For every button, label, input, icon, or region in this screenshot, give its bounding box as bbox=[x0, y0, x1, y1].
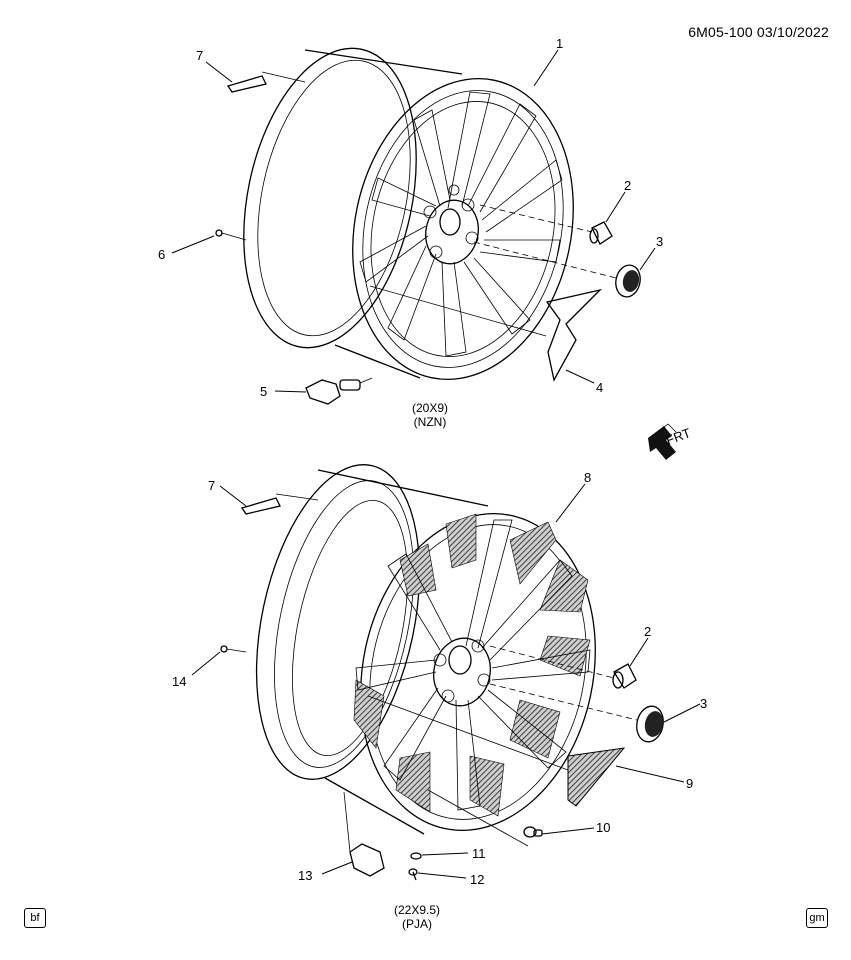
upper-center-cap-3 bbox=[473, 241, 641, 298]
upper-balance-weight-7 bbox=[226, 71, 306, 93]
upper-tpms-sensor-5 bbox=[305, 377, 373, 405]
upper-wheel bbox=[243, 47, 574, 381]
callout-1: 1 bbox=[556, 36, 563, 51]
lower-bolt-10 bbox=[427, 789, 543, 847]
diagram-code-date: 6M05-100 03/10/2022 bbox=[688, 24, 829, 40]
lower-leaders bbox=[191, 483, 701, 879]
upper-wheel-rpo: (NZN) bbox=[413, 415, 447, 429]
lower-wheel-size: (22X9.5) bbox=[393, 903, 441, 917]
frt-label: FRT bbox=[664, 425, 693, 448]
callout-14: 14 bbox=[172, 674, 186, 689]
lower-lug-nut-2 bbox=[489, 645, 637, 689]
lower-wheel-caption: (22X9.5) (PJA) bbox=[357, 903, 477, 931]
callout-3: 3 bbox=[700, 696, 707, 711]
lower-wheel-rpo: (PJA) bbox=[402, 917, 432, 931]
gm-logo-badge: gm bbox=[806, 908, 828, 928]
callout-11: 11 bbox=[472, 846, 486, 861]
lower-valve-stem-14 bbox=[220, 645, 247, 653]
upper-valve-stem-6 bbox=[215, 229, 247, 241]
upper-leaders bbox=[171, 49, 656, 393]
lower-balance-weight-7 bbox=[240, 493, 319, 515]
upper-callouts: 1 2 3 4 5 6 7 bbox=[158, 36, 663, 399]
callout-7: 7 bbox=[208, 478, 215, 493]
lower-wheel bbox=[255, 464, 596, 835]
callout-2: 2 bbox=[644, 624, 651, 639]
upper-wheel-caption: (20X9) (NZN) bbox=[370, 401, 490, 429]
callout-9: 9 bbox=[686, 776, 693, 791]
lower-washer-11 bbox=[410, 852, 422, 860]
callout-3: 3 bbox=[656, 234, 663, 249]
upper-wheel-size: (20X9) bbox=[411, 401, 449, 415]
callout-2: 2 bbox=[624, 178, 631, 193]
upper-lug-nut-2 bbox=[479, 204, 613, 245]
lower-trim-insert-9 bbox=[367, 695, 626, 807]
callout-6: 6 bbox=[158, 247, 165, 262]
callout-12: 12 bbox=[470, 872, 484, 887]
callout-5: 5 bbox=[260, 384, 267, 399]
lower-screw-12 bbox=[408, 868, 418, 881]
callout-7: 7 bbox=[196, 48, 203, 63]
upper-trim-insert-4 bbox=[369, 285, 603, 382]
callout-10: 10 bbox=[596, 820, 610, 835]
callout-4: 4 bbox=[596, 380, 603, 395]
callout-13: 13 bbox=[298, 868, 312, 883]
lower-center-cap-3 bbox=[489, 683, 664, 743]
lower-callouts: 7 8 2 3 9 10 11 12 13 14 bbox=[172, 470, 707, 887]
callout-8: 8 bbox=[584, 470, 591, 485]
bf-badge: bf bbox=[24, 908, 46, 928]
lower-tpms-sensor-13 bbox=[343, 791, 385, 877]
front-direction-icon: FRT bbox=[648, 423, 693, 460]
